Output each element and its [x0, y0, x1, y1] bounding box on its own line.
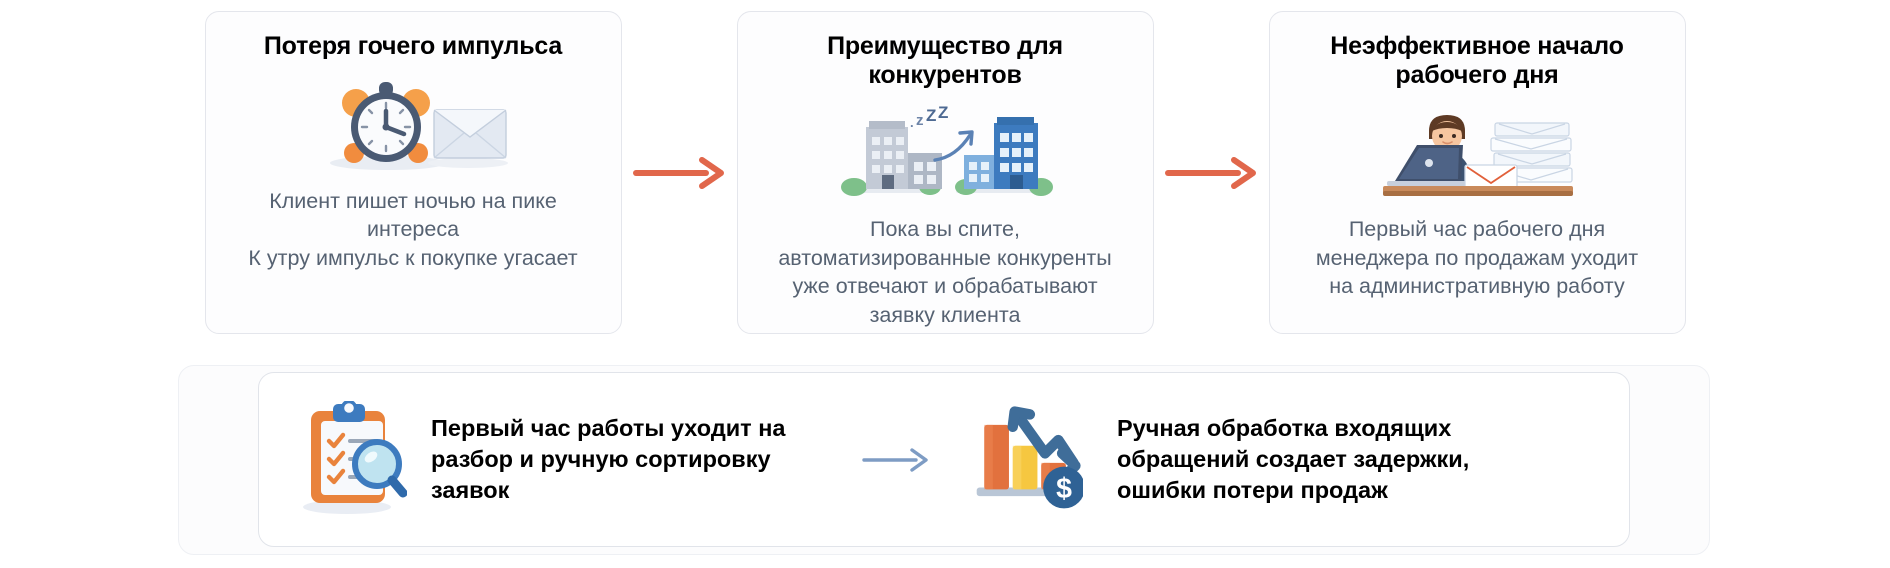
svg-text:z: z	[916, 112, 924, 129]
bottom-right-text: Ручная обработка входящих обращений созд…	[1117, 413, 1537, 507]
bottom-right-line: ошибки потери продаж	[1117, 477, 1388, 504]
svg-text:Z: Z	[926, 106, 936, 125]
card-body-line: уже отвечают и обрабатывают	[792, 274, 1098, 299]
card-body-line: интереса	[366, 217, 460, 242]
card-inefficient-workday-start: Неэффективное начало рабочего дня	[1268, 11, 1686, 334]
bottom-left-line: разбор и ручную сортировку	[431, 445, 771, 472]
card-body-line: на административную работу	[1329, 274, 1625, 299]
card-lost-hot-impulse: Потеря гочего импульса	[204, 11, 622, 334]
card-title: Потеря гочего импульса	[263, 32, 563, 60]
bottom-left-text: Первый час работы уходит на разбор и руч…	[431, 413, 821, 507]
card-title-line: конкурентов	[868, 60, 1022, 89]
manager-at-laptop-with-mail-stack-icon	[1377, 105, 1577, 201]
card-title: Преимущество для конкурентов	[760, 32, 1131, 89]
declining-bar-chart-dollar-icon: $	[971, 401, 1083, 519]
card-body-line: Пока вы спите,	[869, 217, 1020, 241]
arrow-left-to-right	[821, 445, 971, 475]
card-title-line: рабочего дня	[1395, 60, 1559, 89]
card-competitor-advantage: Преимущество для конкурентов	[736, 11, 1154, 334]
card-body-line: Клиент пишет ночью на пике	[269, 188, 557, 213]
card-title: Неэффективное начало рабочего дня	[1292, 32, 1663, 89]
card-body-line: К утру импульс к покупке угасает	[248, 245, 578, 270]
card-body-line: автоматизированные конкуренты	[778, 245, 1112, 270]
sleeping-building-to-active-building-icon: . z Z Z	[838, 105, 1053, 201]
card-body-line: менеджера по продажам уходит	[1315, 245, 1639, 270]
arrow-card1-to-card2	[622, 11, 737, 334]
bottom-summary-panel: Первый час работы уходит на разбор и руч…	[258, 372, 1630, 547]
card-body: Клиент пишет ночью на пике интереса К ут…	[248, 187, 577, 273]
card-body: Первый час рабочего дня менеджера по про…	[1316, 215, 1638, 301]
svg-text:Z: Z	[938, 105, 948, 122]
card-title-line: Преимущество для	[827, 32, 1063, 60]
bottom-right-line: обращений создает задержки,	[1117, 445, 1470, 472]
svg-text:.: .	[910, 115, 914, 130]
card-body-line: заявку клиента	[869, 302, 1021, 327]
svg-text:$: $	[1056, 472, 1072, 504]
arrow-card2-to-card3	[1154, 11, 1269, 334]
bottom-left-line: заявок	[431, 477, 510, 504]
card-title-line: Неэффективное начало	[1330, 32, 1624, 60]
top-card-row: Потеря гочего импульса	[204, 11, 1686, 334]
bottom-right-line: Ручная обработка входящих	[1117, 414, 1452, 441]
card-body: Пока вы спите, автоматизированные конкур…	[778, 215, 1111, 329]
alarm-clock-and-envelope-icon	[318, 77, 508, 173]
bottom-left-line: Первый час работы уходит на	[431, 414, 786, 441]
card-body-line: Первый час рабочего дня	[1348, 217, 1606, 241]
clipboard-checklist-magnifier-icon	[295, 400, 407, 519]
